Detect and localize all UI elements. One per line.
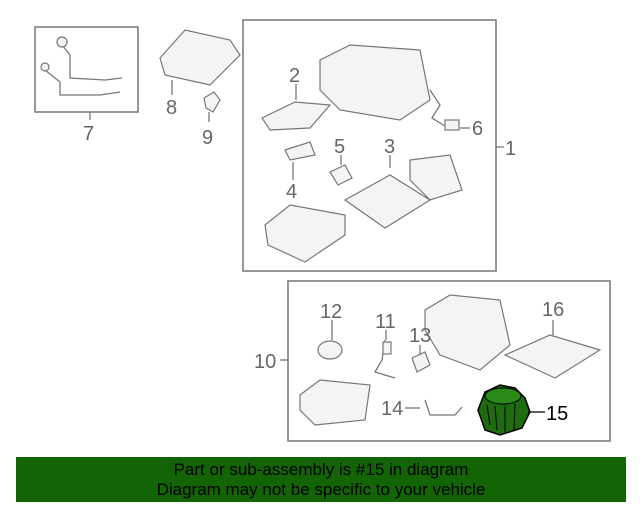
- part-15-blower-motor[interactable]: [477, 384, 531, 436]
- hvac-case[interactable]: [319, 44, 431, 121]
- part-6-harness[interactable]: [429, 89, 446, 127]
- label-5: 5: [334, 136, 345, 158]
- label-1: 1: [505, 138, 516, 160]
- lower-case[interactable]: [264, 204, 346, 263]
- banner-line-2: Diagram may not be specific to your vehi…: [156, 480, 486, 499]
- label-12: 12: [320, 301, 342, 323]
- label-9: 9: [202, 127, 213, 149]
- label-3: 3: [384, 136, 395, 158]
- label-6: 6: [472, 118, 483, 140]
- lower-duct[interactable]: [299, 379, 371, 426]
- label-10: 10: [254, 351, 276, 373]
- blower-case[interactable]: [424, 294, 511, 371]
- label-7: 7: [83, 123, 94, 145]
- part-9-hose[interactable]: [203, 91, 221, 113]
- part-2-heater-core[interactable]: [261, 101, 332, 131]
- part-5-actuator[interactable]: [329, 164, 353, 186]
- label-16: 16: [542, 299, 564, 321]
- blower-unit-box: [287, 280, 611, 442]
- hose-group-box: [34, 26, 139, 113]
- info-banner: Part or sub-assembly is #15 in diagram D…: [16, 457, 626, 502]
- label-2: 2: [289, 65, 300, 87]
- part-4-sensor[interactable]: [284, 141, 316, 161]
- part-13-actuator[interactable]: [411, 351, 431, 373]
- hvac-case-box: [242, 19, 497, 272]
- label-15: 15: [546, 403, 568, 425]
- part-8-cover[interactable]: [159, 29, 241, 95]
- part-16-filter[interactable]: [503, 334, 602, 379]
- part-12-resistor[interactable]: [317, 340, 343, 360]
- label-14: 14: [381, 398, 403, 420]
- part-3-housing[interactable]: [409, 154, 463, 201]
- label-13: 13: [409, 325, 431, 347]
- part-14-hose[interactable]: [424, 399, 463, 416]
- label-4: 4: [286, 181, 297, 203]
- banner-line-1: Part or sub-assembly is #15 in diagram: [173, 460, 469, 479]
- label-11: 11: [375, 311, 396, 333]
- part-7-hoses[interactable]: [40, 36, 123, 96]
- label-8: 8: [166, 97, 177, 119]
